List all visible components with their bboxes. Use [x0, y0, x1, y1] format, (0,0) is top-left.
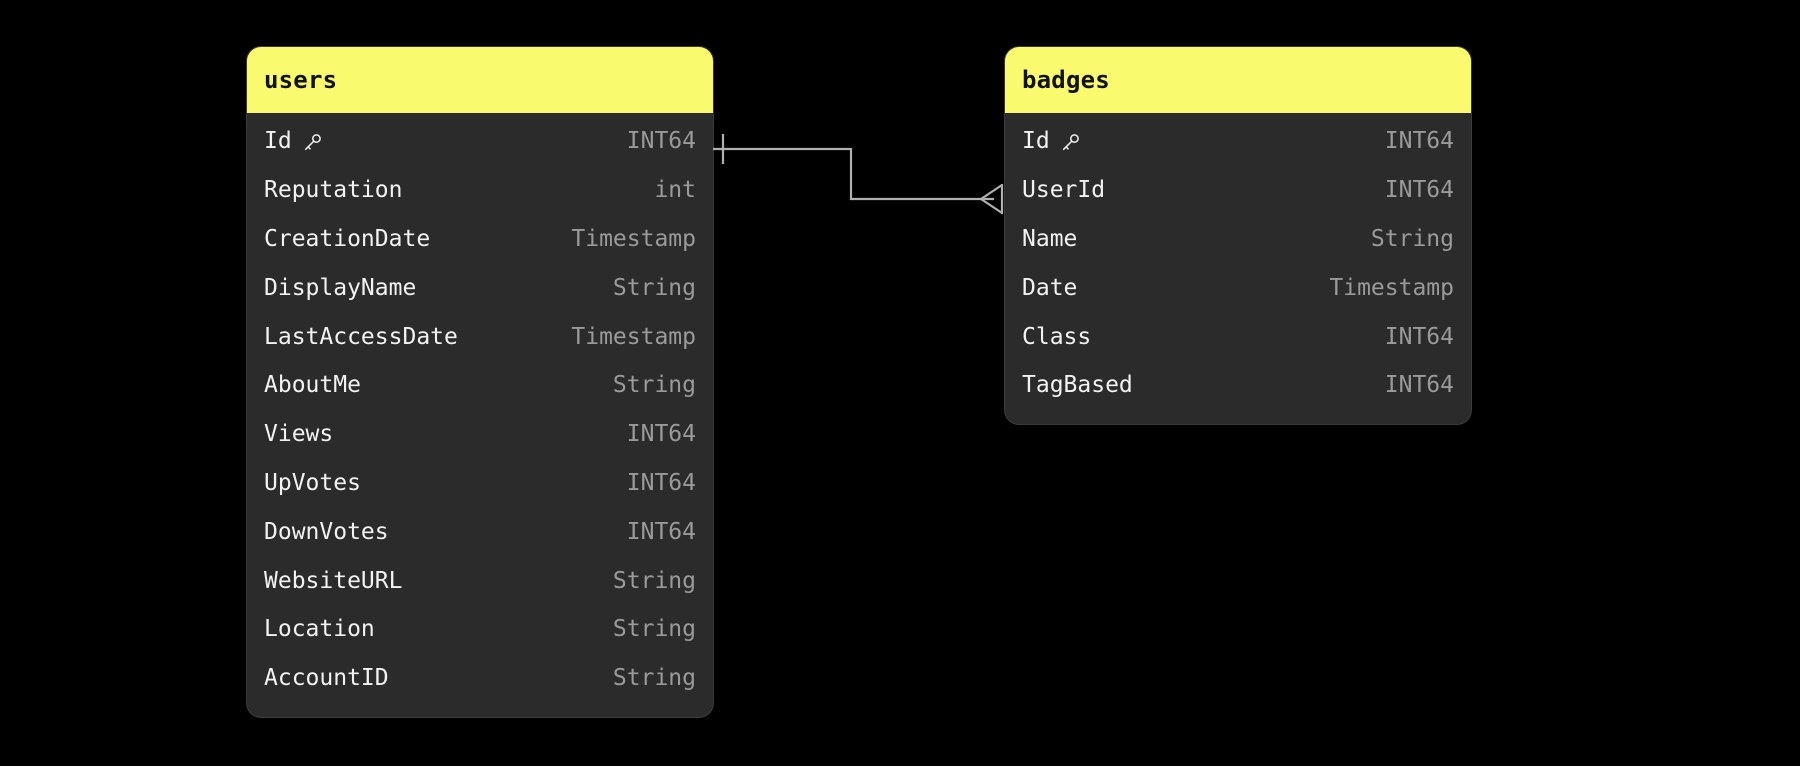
- field-type-upvotes: INT64: [626, 469, 696, 496]
- cardinality-many-marker: [979, 183, 1004, 215]
- field-type-websiteurl: String: [612, 567, 696, 594]
- field-row-badges-userid[interactable]: UserId INT64: [1005, 166, 1471, 215]
- field-type-location: String: [612, 616, 696, 643]
- field-name-id: Id: [264, 128, 323, 154]
- field-row-displayname[interactable]: DisplayName String: [247, 263, 713, 312]
- field-type-downvotes: INT64: [626, 518, 696, 545]
- field-type-badges-class: INT64: [1384, 323, 1454, 350]
- connector-line: [713, 147, 994, 201]
- field-type-aboutme: String: [612, 372, 696, 399]
- key-icon: [302, 132, 323, 153]
- field-name-location: Location: [264, 616, 375, 643]
- field-row-websiteurl[interactable]: WebsiteURL String: [247, 556, 713, 605]
- field-name-lastaccessdate: LastAccessDate: [264, 323, 458, 350]
- field-type-creationdate: Timestamp: [571, 225, 696, 252]
- field-type-badges-name: String: [1370, 225, 1454, 252]
- field-name-reputation: Reputation: [264, 177, 403, 204]
- field-type-reputation: int: [654, 177, 696, 204]
- field-label-id: Id: [264, 128, 292, 155]
- field-row-badges-tagbased[interactable]: TagBased INT64: [1005, 361, 1471, 410]
- entity-header-users: users: [247, 47, 713, 113]
- field-row-location[interactable]: Location String: [247, 605, 713, 654]
- field-row-id[interactable]: Id INT64: [247, 117, 713, 166]
- field-name-websiteurl: WebsiteURL: [264, 567, 403, 594]
- field-name-downvotes: DownVotes: [264, 518, 389, 545]
- field-type-badges-date: Timestamp: [1329, 274, 1454, 301]
- field-type-badges-tagbased: INT64: [1384, 372, 1454, 399]
- field-name-displayname: DisplayName: [264, 274, 417, 301]
- field-label-badges-id: Id: [1022, 128, 1050, 155]
- field-row-aboutme[interactable]: AboutMe String: [247, 361, 713, 410]
- field-row-badges-class[interactable]: Class INT64: [1005, 312, 1471, 361]
- field-row-badges-id[interactable]: Id INT64: [1005, 117, 1471, 166]
- key-icon: [1060, 132, 1081, 153]
- entity-fields-users: Id INT64 Reputation int CreationDate: [247, 113, 713, 717]
- field-row-badges-date[interactable]: Date Timestamp: [1005, 263, 1471, 312]
- field-name-upvotes: UpVotes: [264, 469, 361, 496]
- field-type-accountid: String: [612, 665, 696, 692]
- field-row-upvotes[interactable]: UpVotes INT64: [247, 459, 713, 508]
- field-name-badges-date: Date: [1022, 274, 1078, 301]
- field-row-reputation[interactable]: Reputation int: [247, 166, 713, 215]
- field-type-badges-id: INT64: [1384, 128, 1454, 155]
- field-name-badges-name: Name: [1022, 225, 1078, 252]
- field-row-creationdate[interactable]: CreationDate Timestamp: [247, 215, 713, 264]
- field-name-badges-id: Id: [1022, 128, 1081, 154]
- field-name-aboutme: AboutMe: [264, 372, 361, 399]
- field-type-lastaccessdate: Timestamp: [571, 323, 696, 350]
- field-name-badges-tagbased: TagBased: [1022, 372, 1133, 399]
- entity-table-users[interactable]: users Id INT64 Reputation i: [247, 47, 713, 717]
- field-type-badges-userid: INT64: [1384, 177, 1454, 204]
- field-row-badges-name[interactable]: Name String: [1005, 215, 1471, 264]
- entity-table-badges[interactable]: badges Id INT64 UserId INT6: [1005, 47, 1471, 424]
- field-type-id: INT64: [626, 128, 696, 155]
- field-name-accountid: AccountID: [264, 665, 389, 692]
- field-name-creationdate: CreationDate: [264, 225, 431, 252]
- field-type-views: INT64: [626, 421, 696, 448]
- field-row-views[interactable]: Views INT64: [247, 410, 713, 459]
- field-row-lastaccessdate[interactable]: LastAccessDate Timestamp: [247, 312, 713, 361]
- field-name-views: Views: [264, 421, 334, 448]
- field-name-badges-class: Class: [1022, 323, 1092, 350]
- field-type-displayname: String: [612, 274, 696, 301]
- entity-fields-badges: Id INT64 UserId INT64 Name S: [1005, 113, 1471, 424]
- field-row-accountid[interactable]: AccountID String: [247, 654, 713, 703]
- entity-header-badges: badges: [1005, 47, 1471, 113]
- field-row-downvotes[interactable]: DownVotes INT64: [247, 507, 713, 556]
- field-name-badges-userid: UserId: [1022, 177, 1106, 204]
